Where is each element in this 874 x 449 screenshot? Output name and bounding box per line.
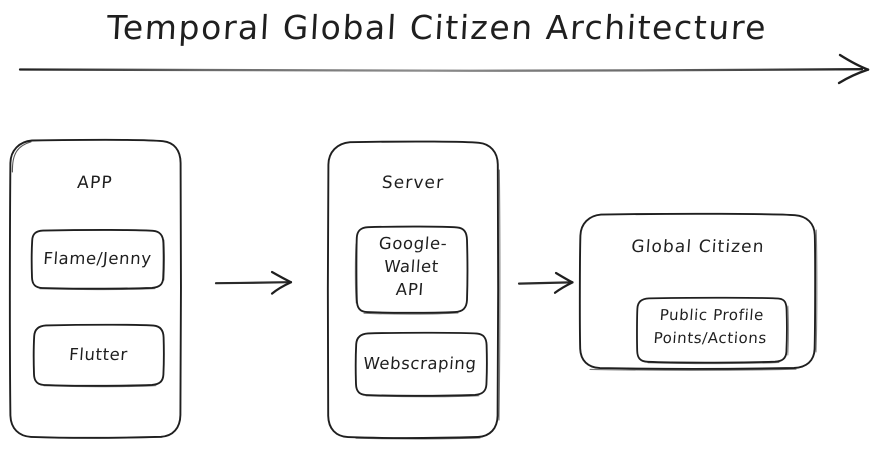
connector-app-to-server: [214, 270, 293, 295]
node-label-public-profile: Public Profile Points/Actions: [652, 306, 768, 347]
group-title-global-citizen: Global Citizen: [630, 237, 766, 257]
node-label-webscraping: Webscraping: [362, 354, 478, 373]
group-title-app: APP: [76, 173, 114, 193]
group-title-server: Server: [381, 173, 445, 193]
node-public-profile[interactable]: [636, 296, 790, 365]
node-flutter[interactable]: [32, 323, 165, 388]
node-label-flutter: Flutter: [68, 345, 129, 364]
node-webscraping[interactable]: [354, 331, 488, 398]
node-google-wallet-api[interactable]: [354, 225, 469, 315]
node-label-google-wallet-api: Google- Wallet API: [378, 234, 448, 299]
connector-server-to-global-citizen: [517, 271, 574, 294]
timeline-arrow: [18, 53, 870, 85]
page-title: Temporal Global Citizen Architecture: [105, 8, 769, 47]
node-label-flame-jenny: Flame/Jenny: [42, 249, 153, 268]
node-flame-jenny[interactable]: [30, 229, 165, 291]
